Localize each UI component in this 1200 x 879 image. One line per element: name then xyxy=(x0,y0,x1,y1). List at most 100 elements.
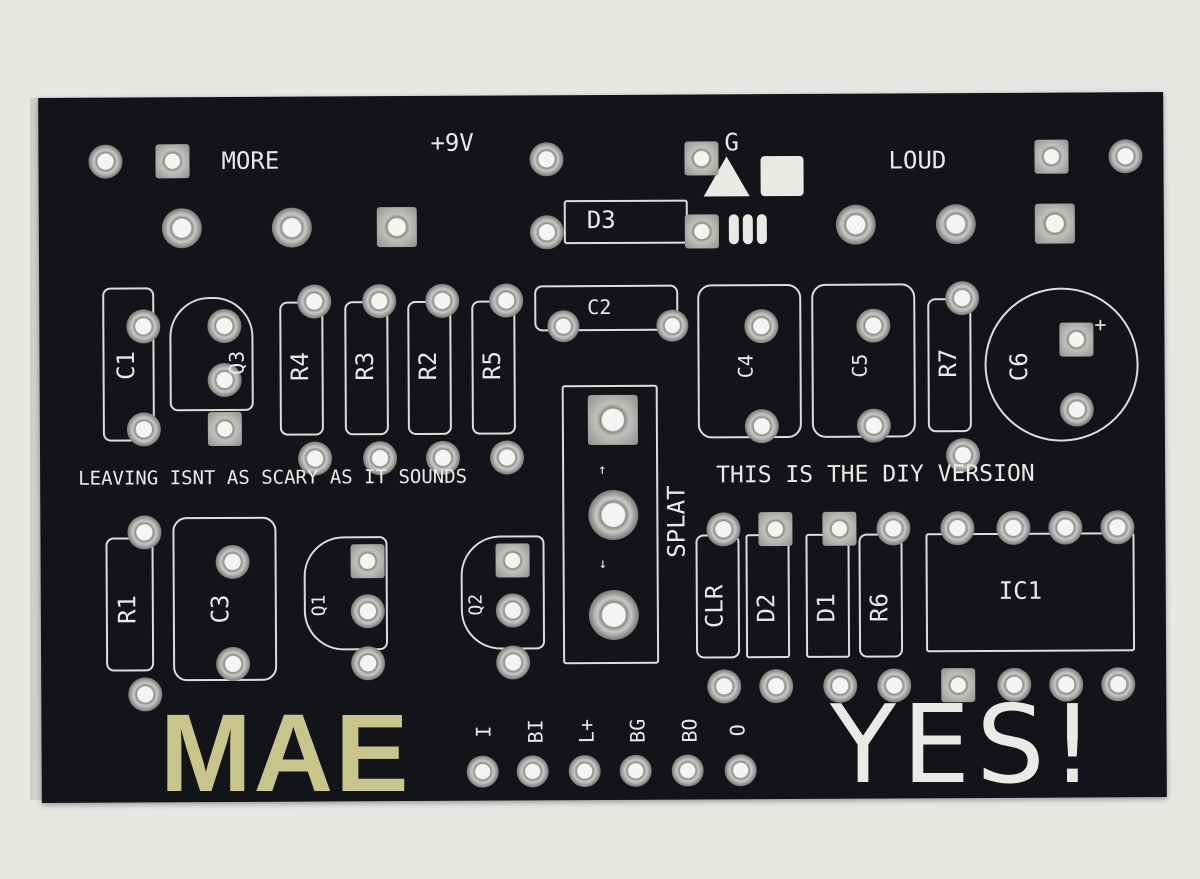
label-q2: Q2 xyxy=(465,593,487,616)
label-r6: R6 xyxy=(865,593,894,623)
solder-pad xyxy=(350,594,385,629)
solder-pad xyxy=(1034,203,1075,244)
solder-pad xyxy=(216,646,251,682)
solder-pad xyxy=(351,646,386,681)
label-more: MORE xyxy=(221,146,280,175)
solder-pad xyxy=(1059,322,1094,357)
solder-pad xyxy=(161,208,202,249)
solder-pad xyxy=(587,394,638,446)
solder-pad xyxy=(684,214,719,249)
solder-pad xyxy=(822,511,857,546)
label-loud: LOUD xyxy=(888,146,947,175)
solder-pad xyxy=(425,283,460,318)
solder-pad xyxy=(88,144,123,179)
solder-pad xyxy=(489,440,525,475)
solder-pad xyxy=(297,284,332,319)
label-r3: R3 xyxy=(350,351,380,381)
label-d3: D3 xyxy=(586,205,616,235)
solder-pad xyxy=(529,215,564,250)
solder-pad xyxy=(1108,139,1143,174)
solder-pad xyxy=(744,409,779,444)
yes-text: YES! xyxy=(830,683,1101,808)
io-label-bo: BO xyxy=(677,718,702,743)
solder-pad xyxy=(350,544,385,579)
label-c1: C1 xyxy=(111,350,141,381)
solder-pad xyxy=(835,204,876,245)
label-c4: C4 xyxy=(733,354,758,379)
solder-pad xyxy=(362,284,397,319)
solder-pad xyxy=(568,755,601,788)
solder-pad xyxy=(495,593,530,628)
label-r1: R1 xyxy=(113,594,142,625)
label-clr: CLR xyxy=(700,584,729,629)
solder-pad xyxy=(1059,392,1094,427)
io-label-l-plus: L+ xyxy=(574,718,599,744)
solder-pad xyxy=(856,408,891,443)
solder-pad xyxy=(1048,510,1083,545)
label-c6-polarity: + xyxy=(1094,312,1107,337)
solder-pad xyxy=(724,754,757,787)
solder-pad xyxy=(945,281,980,316)
silkscreen-left-text: LEAVING ISNT AS SCARY AS IT SOUNDS xyxy=(78,465,468,490)
label-r7: R7 xyxy=(933,348,963,378)
label-q1: Q1 xyxy=(308,594,330,617)
solder-pad xyxy=(547,310,580,343)
solder-pad xyxy=(496,645,531,680)
label-c5: C5 xyxy=(847,353,872,378)
label-r4: R4 xyxy=(285,352,315,382)
solder-pad xyxy=(495,543,530,578)
solder-pad xyxy=(516,755,549,788)
solder-pad xyxy=(588,589,640,641)
solder-pad xyxy=(215,544,250,580)
solder-pad xyxy=(529,142,564,177)
solder-pad xyxy=(856,308,891,343)
io-label-o: O xyxy=(725,724,750,737)
label-ic1: IC1 xyxy=(998,576,1043,605)
solder-pad xyxy=(489,283,524,318)
label-splat: SPLAT xyxy=(662,485,691,558)
bars-logo-icon xyxy=(728,214,739,245)
solder-pad xyxy=(619,754,652,787)
solder-pad xyxy=(126,412,161,447)
solder-pad xyxy=(126,309,161,344)
d3-outline xyxy=(563,199,688,245)
solder-pad xyxy=(376,206,417,248)
solder-pad xyxy=(935,204,976,245)
solder-pad xyxy=(940,511,975,546)
arrow-up-icon: ↑ xyxy=(598,461,607,479)
solder-pad xyxy=(1101,667,1136,702)
solder-pad xyxy=(671,754,704,787)
io-label-bg: BG xyxy=(625,718,650,743)
label-ground: G xyxy=(724,128,739,157)
solder-pad xyxy=(1034,139,1069,174)
label-c2: C2 xyxy=(587,294,612,320)
label-d2: D2 xyxy=(752,593,781,623)
solder-pad xyxy=(155,144,190,179)
solder-pad xyxy=(656,309,689,342)
solder-pad xyxy=(759,669,794,704)
solder-pad xyxy=(707,669,742,704)
solder-pad xyxy=(128,677,163,712)
solder-pad xyxy=(1100,510,1135,545)
io-label-bi: BI xyxy=(523,719,548,744)
solder-pad xyxy=(876,511,911,546)
solder-pad xyxy=(588,489,639,541)
label-q3: Q3 xyxy=(224,350,249,376)
solder-pad xyxy=(758,512,793,547)
label-c3: C3 xyxy=(206,594,235,624)
solder-pad xyxy=(684,141,719,176)
label-c6: C6 xyxy=(1004,352,1034,382)
label-9v: +9V xyxy=(430,128,474,157)
io-label-i: I xyxy=(471,725,496,738)
solder-pad xyxy=(271,207,312,248)
solder-pad xyxy=(207,411,242,447)
label-r2: R2 xyxy=(413,351,443,381)
arrow-down-icon: ↓ xyxy=(598,555,608,573)
label-d1: D1 xyxy=(812,593,841,623)
solder-pad xyxy=(466,755,499,788)
solder-pad xyxy=(996,510,1031,545)
solder-pad xyxy=(127,515,162,550)
mae-logo: MAE xyxy=(160,692,411,815)
silkscreen-right-text: THIS IS THE DIY VERSION xyxy=(716,460,1035,489)
square-logo-icon xyxy=(760,155,804,197)
